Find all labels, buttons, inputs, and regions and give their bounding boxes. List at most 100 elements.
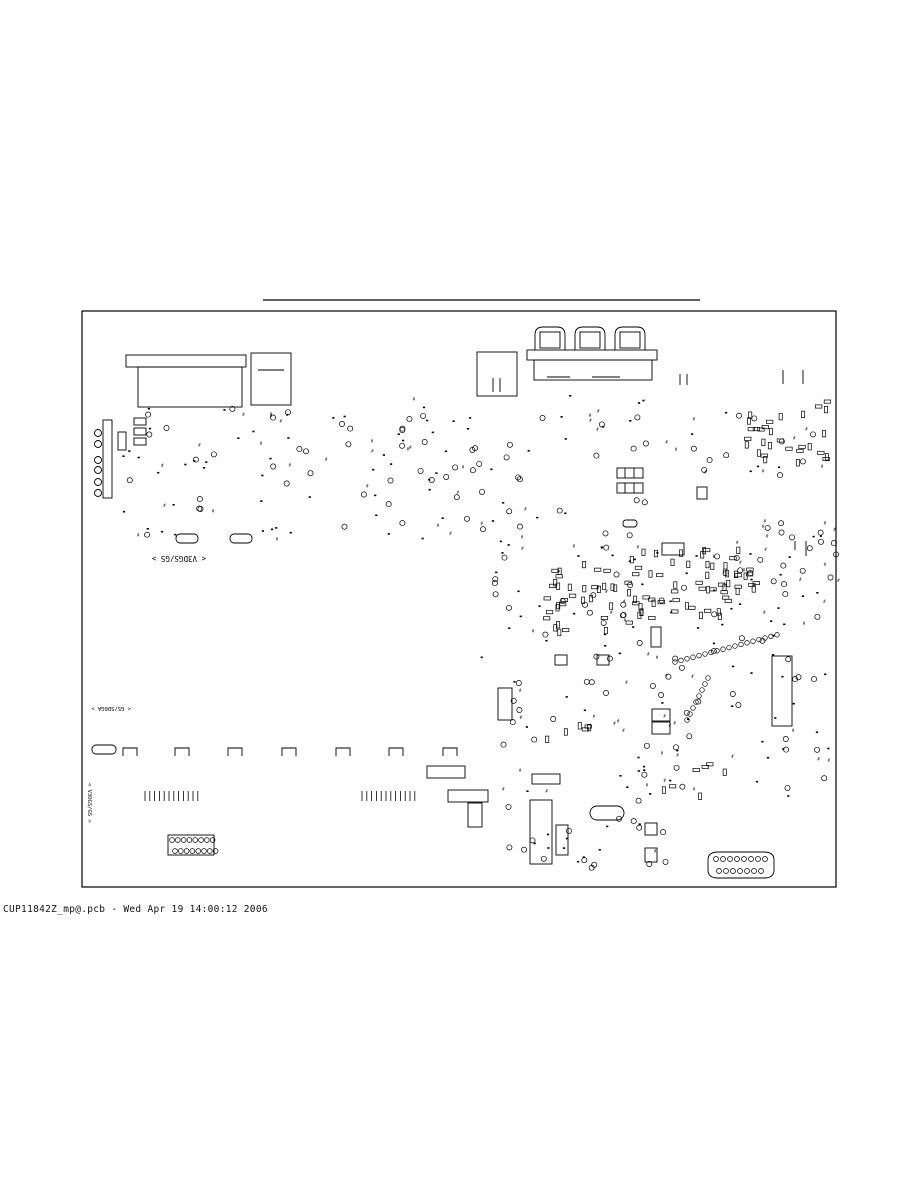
chain-pad xyxy=(690,705,696,711)
smd-component xyxy=(807,443,812,451)
smd-pad xyxy=(508,627,511,629)
smd-component xyxy=(801,410,806,419)
via-pad xyxy=(785,656,792,663)
top-right-marks xyxy=(679,370,807,556)
dsub-pin xyxy=(744,868,750,874)
smd-component xyxy=(798,444,806,449)
connector-pin xyxy=(175,837,181,843)
ref-mark: # xyxy=(646,783,649,788)
smd-pad xyxy=(687,718,690,720)
smd-pad xyxy=(441,517,444,519)
smd-component xyxy=(671,609,679,614)
chain-pad xyxy=(702,651,708,657)
smd-pad xyxy=(712,642,715,645)
smd-component xyxy=(625,620,633,625)
right-side-components xyxy=(554,467,793,863)
smd-component xyxy=(785,446,793,451)
smd-pad xyxy=(490,468,493,471)
smd-component xyxy=(553,624,558,632)
smd-pad xyxy=(582,856,585,858)
connector-center-top xyxy=(476,351,518,397)
chain-pad xyxy=(708,649,714,656)
via-pad xyxy=(778,520,785,527)
smd-pad xyxy=(766,757,770,759)
via-pad xyxy=(660,829,667,836)
via-pad xyxy=(516,476,523,483)
chain-pad xyxy=(738,641,744,648)
via-pad xyxy=(811,676,817,683)
ref-mark: # xyxy=(289,462,292,467)
smd-pad xyxy=(533,842,536,845)
via-pad xyxy=(783,746,790,753)
connector-pin xyxy=(172,848,178,854)
smd-component xyxy=(747,417,752,425)
smd-pad xyxy=(603,633,606,636)
via-pad xyxy=(491,580,498,587)
ref-mark: # xyxy=(764,518,767,523)
ref-mark: # xyxy=(833,527,836,532)
via-pad xyxy=(634,414,641,421)
via-pad xyxy=(733,554,740,561)
dsub-pin xyxy=(755,856,761,862)
ref-mark: # xyxy=(589,413,592,418)
ref-mark: # xyxy=(647,651,650,656)
via-pad xyxy=(517,523,523,530)
smd-pad xyxy=(526,790,529,792)
chain-pad xyxy=(684,717,690,723)
smd-pad xyxy=(565,837,569,840)
smd-pad xyxy=(205,461,208,463)
smd-pad xyxy=(774,717,777,719)
connector-pin xyxy=(212,848,219,854)
smd-component xyxy=(729,556,737,561)
dsub-pin xyxy=(723,868,729,874)
ref-mark: # xyxy=(161,463,164,468)
via-pad xyxy=(672,655,679,662)
dsub-pin xyxy=(762,856,768,862)
via-pad xyxy=(613,571,620,578)
smd-pad xyxy=(428,488,431,491)
smd-component xyxy=(582,560,587,569)
smd-component xyxy=(744,441,749,449)
via-pad xyxy=(385,501,392,508)
ref-mark: # xyxy=(656,655,659,660)
via-pad xyxy=(210,451,217,458)
bracket-footprints xyxy=(122,747,458,756)
ref-mark: # xyxy=(799,577,802,582)
via-pad xyxy=(764,524,771,531)
smd-pad xyxy=(375,514,378,517)
smd-component xyxy=(661,786,666,794)
via-pad xyxy=(602,530,609,537)
smd-pad xyxy=(122,510,126,513)
chain-pad xyxy=(684,656,690,662)
smd-component xyxy=(760,453,768,458)
smd-component xyxy=(632,601,640,606)
smd-pad xyxy=(824,673,827,676)
smd-component xyxy=(557,628,562,637)
via-pad xyxy=(641,499,648,506)
via-pad xyxy=(506,508,513,515)
ref-mark: # xyxy=(407,447,410,452)
ref-mark: # xyxy=(624,617,627,622)
smd-component xyxy=(545,735,550,743)
smd-pad xyxy=(502,502,505,504)
smd-pad xyxy=(637,756,640,759)
smd-component xyxy=(768,427,773,436)
smd-pad xyxy=(422,406,426,409)
smd-pad xyxy=(545,639,548,642)
ref-mark: # xyxy=(731,754,734,759)
ref-mark: # xyxy=(270,414,273,419)
via-pad xyxy=(593,452,600,459)
ref-mark: # xyxy=(280,419,283,424)
smd-pad xyxy=(172,504,175,506)
chain-pad xyxy=(762,635,768,641)
smd-component xyxy=(629,556,634,564)
smd-component xyxy=(692,768,700,772)
smd-pad xyxy=(642,399,645,402)
smd-component xyxy=(705,571,710,579)
smd-pad xyxy=(777,607,780,609)
left-header-pads xyxy=(94,417,147,499)
ref-mark: # xyxy=(823,599,826,604)
smd-pad xyxy=(308,496,311,498)
via-pad xyxy=(510,697,517,704)
ref-mark: # xyxy=(409,445,412,450)
